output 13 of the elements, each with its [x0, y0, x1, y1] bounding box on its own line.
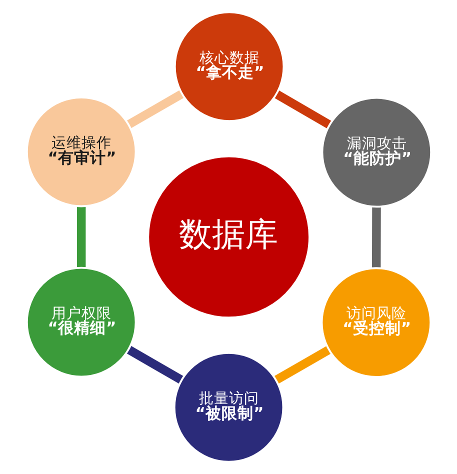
node-circle: 核心数据 “拿不走”	[173, 11, 284, 122]
node-circle: 批量访问 “被限制”	[172, 352, 284, 463]
node-circle: 漏洞攻击 “能防护”	[320, 96, 432, 208]
node-circle: 访问风险 “受控制”	[320, 267, 432, 378]
connector	[126, 90, 184, 128]
node-circle: 用户权限 “很精细”	[25, 266, 136, 378]
connector	[273, 346, 330, 384]
node-circle: 运维操作 “有审计”	[25, 96, 136, 208]
connector	[274, 90, 332, 129]
node-circle: 数据库	[146, 155, 310, 319]
connector	[371, 207, 380, 268]
connector	[76, 206, 86, 268]
connector	[126, 346, 184, 384]
